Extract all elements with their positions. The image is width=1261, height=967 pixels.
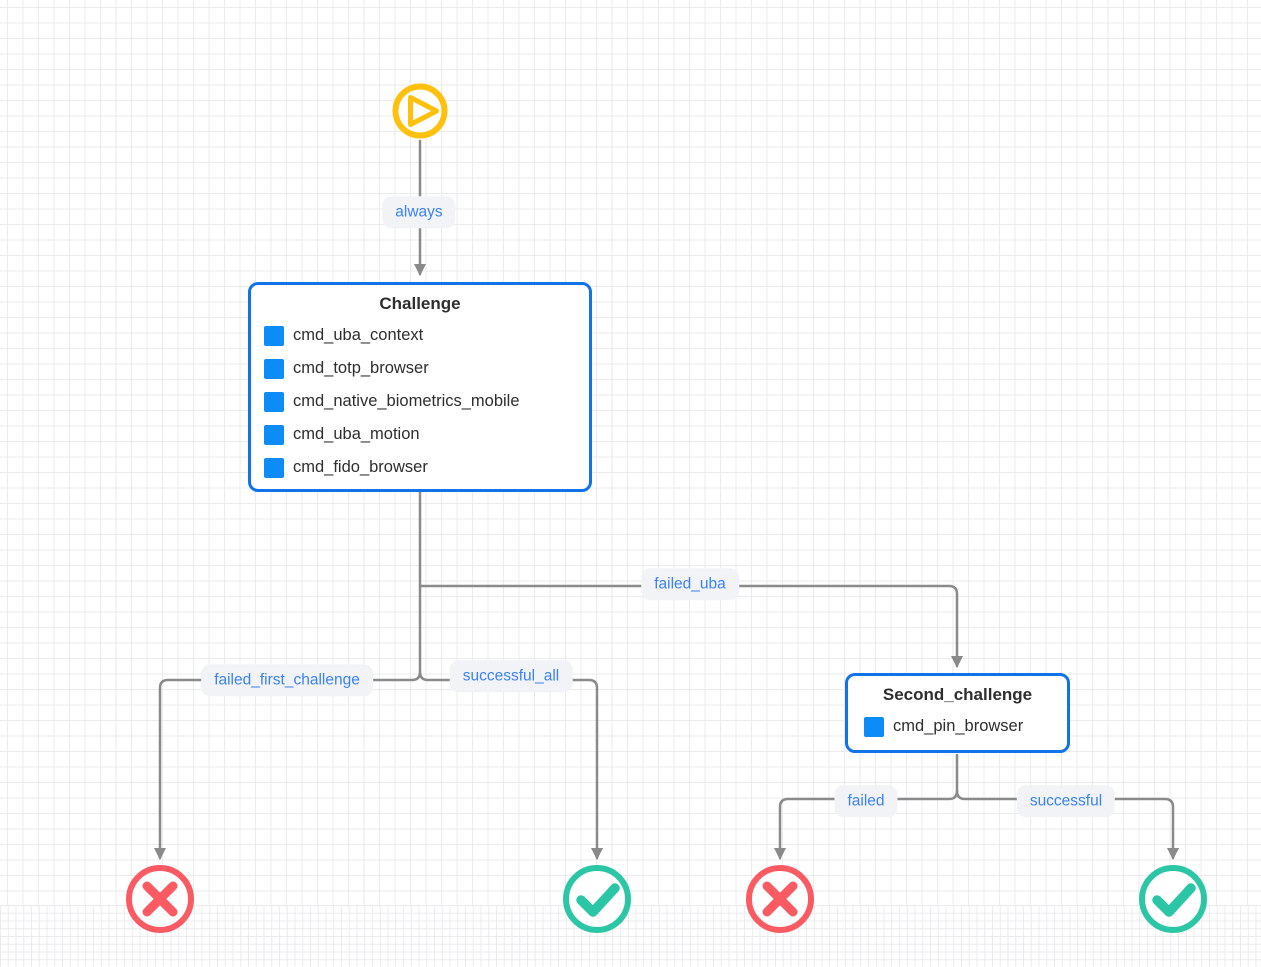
x-circle-icon xyxy=(142,881,178,917)
node-item: cmd_uba_context xyxy=(264,319,589,352)
edge-label-failed-uba[interactable]: failed_uba xyxy=(641,568,739,600)
success-ring xyxy=(563,865,631,933)
play-icon xyxy=(408,95,439,127)
edge-label-successful-all[interactable]: successful_all xyxy=(449,660,573,692)
edge-label-always[interactable]: always xyxy=(382,196,456,228)
command-square-icon xyxy=(264,391,284,412)
command-label: cmd_pin_browser xyxy=(893,717,1024,735)
node-challenge[interactable]: Challenge cmd_uba_context cmd_totp_brows… xyxy=(248,282,592,492)
edge-label-successful[interactable]: successful xyxy=(1016,785,1116,817)
success-ring xyxy=(1139,865,1207,933)
success-end-node-2[interactable] xyxy=(1139,865,1207,933)
node-item: cmd_fido_browser xyxy=(264,451,589,484)
node-item: cmd_totp_browser xyxy=(264,352,589,385)
command-label: cmd_uba_context xyxy=(293,326,424,344)
fine-grid-band xyxy=(0,905,1261,967)
command-label: cmd_fido_browser xyxy=(293,458,428,476)
command-label: cmd_native_biometrics_mobile xyxy=(293,392,520,410)
command-square-icon xyxy=(264,358,284,379)
check-circle-icon xyxy=(1152,883,1196,917)
command-square-icon xyxy=(264,325,284,346)
node-title: Second_challenge xyxy=(882,685,1033,704)
edge-successful-all xyxy=(418,670,603,860)
fail-end-node-2[interactable] xyxy=(746,865,814,933)
edge-label-failed[interactable]: failed xyxy=(834,785,898,817)
x-circle-icon xyxy=(762,881,798,917)
command-square-icon xyxy=(864,716,884,737)
edge-successful xyxy=(955,789,1179,860)
start-node[interactable] xyxy=(392,83,448,139)
command-label: cmd_uba_motion xyxy=(293,425,420,443)
node-items: cmd_uba_context cmd_totp_browser cmd_nat… xyxy=(251,315,589,484)
node-title: Challenge xyxy=(379,294,461,313)
node-item: cmd_native_biometrics_mobile xyxy=(264,385,589,418)
check-circle-icon xyxy=(576,883,620,917)
edge-failed-uba xyxy=(418,584,963,668)
node-second-challenge[interactable]: Second_challenge cmd_pin_browser xyxy=(845,673,1070,753)
fail-end-node-1[interactable] xyxy=(126,865,194,933)
node-item: cmd_uba_motion xyxy=(264,418,589,451)
node-items: cmd_pin_browser xyxy=(848,706,1067,743)
node-item: cmd_pin_browser xyxy=(864,710,1067,743)
command-label: cmd_totp_browser xyxy=(293,359,429,377)
command-square-icon xyxy=(264,457,284,478)
success-end-node-1[interactable] xyxy=(563,865,631,933)
command-square-icon xyxy=(264,424,284,445)
edge-label-failed-first-challenge[interactable]: failed_first_challenge xyxy=(201,664,373,696)
